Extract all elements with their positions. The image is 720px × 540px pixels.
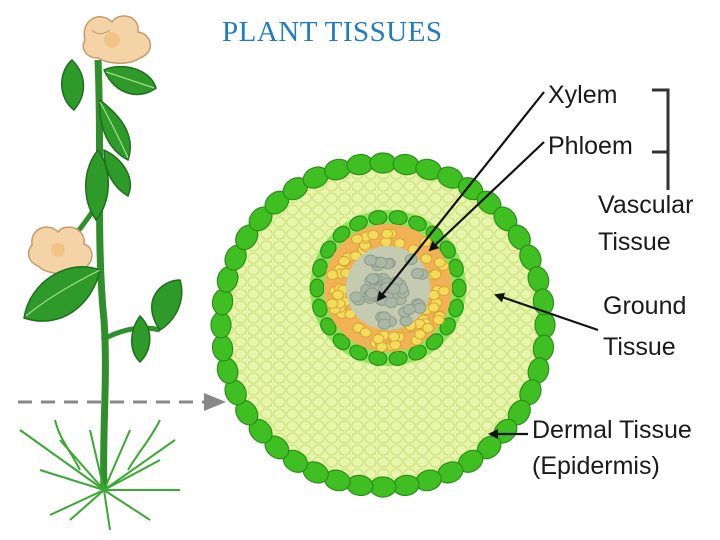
phloem-cell bbox=[389, 339, 402, 350]
xylem-cell bbox=[365, 287, 379, 299]
label-xylem: Xylem bbox=[548, 81, 617, 109]
phloem-cell bbox=[433, 257, 446, 268]
epidermis-ring bbox=[210, 152, 556, 498]
arrow-phloem bbox=[428, 141, 545, 252]
flower-icon bbox=[27, 226, 93, 275]
phloem-cell bbox=[422, 322, 435, 334]
leaf-icon bbox=[23, 265, 101, 322]
endodermis-cell bbox=[309, 278, 325, 298]
endodermis-cell bbox=[408, 215, 427, 232]
phloem-cell bbox=[420, 253, 433, 264]
page-title: PLANT TISSUES bbox=[222, 16, 443, 48]
xylem-cell bbox=[402, 303, 416, 315]
xylem-cell bbox=[377, 318, 391, 330]
labels: Xylem Phloem Vascular Tissue Ground Tiss… bbox=[532, 81, 693, 480]
endodermis-cell bbox=[451, 278, 467, 298]
endodermis-cell bbox=[349, 344, 368, 361]
label-ground-line2: Tissue bbox=[603, 333, 676, 361]
xylem-cell bbox=[366, 273, 380, 285]
leaf-icon bbox=[131, 314, 151, 364]
epidermis-cell bbox=[369, 152, 397, 174]
endodermis-cell bbox=[368, 210, 388, 226]
flower-icon bbox=[82, 15, 151, 64]
phloem-cell bbox=[372, 333, 385, 345]
arrow-xylem bbox=[376, 91, 545, 302]
epidermis-cell bbox=[369, 476, 397, 498]
phloem-cell bbox=[427, 302, 440, 313]
phloem-cell bbox=[414, 329, 427, 340]
endodermis-cell bbox=[388, 350, 408, 366]
phloem-cell bbox=[427, 289, 440, 301]
xylem-cell bbox=[349, 291, 363, 303]
epidermis-cell bbox=[210, 311, 232, 339]
leaf-icon bbox=[103, 65, 157, 96]
phloem-cell bbox=[438, 285, 450, 297]
leaf-icon bbox=[150, 279, 183, 332]
label-phloem: Phloem bbox=[548, 132, 633, 160]
phloem-cell bbox=[388, 331, 400, 342]
phloem-cell bbox=[326, 298, 339, 309]
phloem-cell bbox=[429, 269, 442, 280]
epidermis-cell bbox=[534, 311, 556, 339]
endodermis-cell bbox=[388, 210, 408, 226]
leaf-icon bbox=[61, 58, 85, 112]
phloem-cell bbox=[326, 269, 339, 280]
phloem-cell bbox=[432, 314, 445, 326]
phloem-cell bbox=[359, 327, 372, 338]
label-vascular-line1: Vascular bbox=[598, 191, 693, 219]
xylem-cell bbox=[384, 297, 398, 309]
arrow-right-icon bbox=[204, 393, 226, 411]
phloem-cell bbox=[393, 238, 406, 249]
epidermis-cell bbox=[532, 288, 555, 316]
label-dermal-line2: (Epidermis) bbox=[532, 452, 660, 480]
label-dermal-line1: Dermal Tissue bbox=[532, 416, 692, 444]
endodermis-cell bbox=[425, 333, 444, 351]
stem-cross-section bbox=[210, 152, 556, 498]
label-ground-line1: Ground bbox=[603, 292, 686, 320]
endodermis-cell bbox=[408, 344, 427, 361]
endodermis-cell bbox=[332, 333, 351, 351]
phloem-cell bbox=[381, 228, 394, 239]
leaf-icon bbox=[103, 148, 131, 198]
phloem-cell bbox=[331, 289, 344, 301]
roots-icon bbox=[19, 419, 180, 531]
xylem-cell bbox=[410, 267, 424, 280]
plant-illustration bbox=[18, 15, 226, 531]
phloem-cell bbox=[367, 229, 380, 240]
endodermis-cell bbox=[349, 215, 368, 232]
phloem-cell bbox=[338, 255, 351, 267]
arrow-ground bbox=[494, 292, 599, 332]
vascular-bracket bbox=[652, 88, 670, 190]
xylem-cell bbox=[363, 254, 377, 266]
endodermis-cell bbox=[332, 225, 351, 243]
xylem-cell bbox=[413, 302, 427, 314]
label-vascular-line2: Tissue bbox=[598, 228, 671, 256]
phloem-cell bbox=[351, 233, 364, 245]
